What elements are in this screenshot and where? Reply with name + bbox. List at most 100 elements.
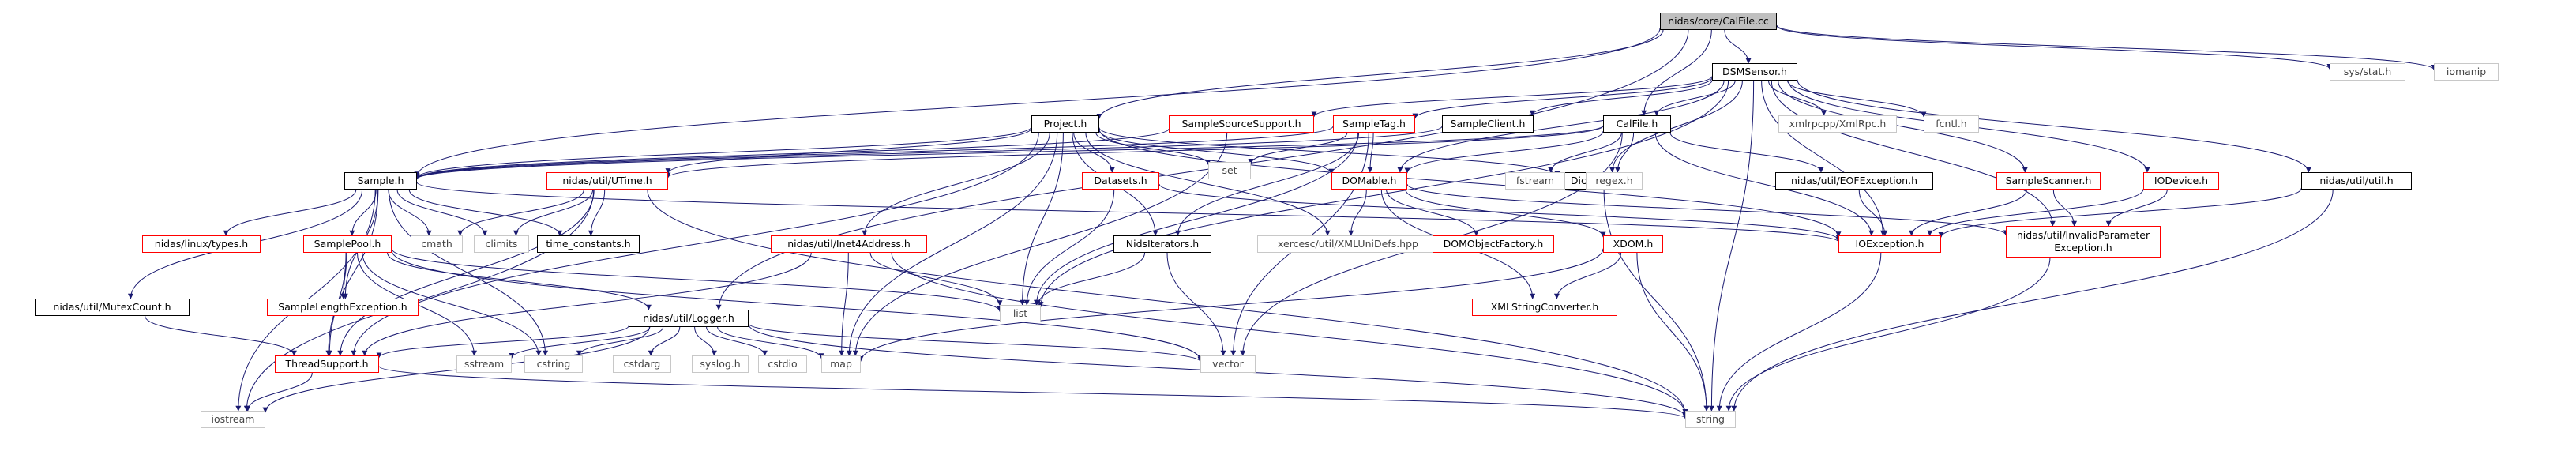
node-label: regex.h — [1595, 175, 1633, 187]
edge-sample-h-to-threadsupport-h — [326, 189, 379, 356]
edge-calfile-h-to-eofexception-h — [1669, 132, 1824, 173]
edge-dsmsensor-h-to-invalidparam-h — [1771, 80, 2056, 227]
edge-sample-h-to-time-constants-h — [408, 189, 563, 236]
edge-project-h-to-xercesc-h — [1085, 132, 1331, 236]
node-nidsiterators-h[interactable]: NidsIterators.h — [1113, 235, 1211, 253]
edge-dsmsensor-h-to-xmlrpc-h — [1768, 80, 1827, 116]
node-string[interactable]: string — [1685, 411, 1736, 428]
node-label: cstdio — [768, 358, 798, 370]
node-syslog-h[interactable]: syslog.h — [692, 355, 749, 373]
edge-project-h-to-map — [846, 132, 1058, 356]
node-fcntl-h[interactable]: fcntl.h — [1924, 115, 1979, 133]
node-fstream[interactable]: fstream — [1505, 172, 1565, 190]
node-label: cstring — [536, 358, 571, 370]
edge-inet4address-h-to-threadsupport-h — [362, 252, 812, 356]
node-cmath[interactable]: cmath — [411, 235, 463, 253]
node-dsmsensor-h[interactable]: DSMSensor.h — [1712, 63, 1797, 81]
node-domable-h[interactable]: DOMable.h — [1331, 172, 1407, 190]
edge-sampletag-h-to-sample-h — [414, 126, 1334, 180]
edge-inet4address-h-to-string — [891, 252, 1688, 416]
node-iomanip[interactable]: iomanip — [2434, 63, 2499, 81]
node-label: IODevice.h — [2154, 175, 2209, 187]
edge-utime-h-to-cmath — [457, 189, 584, 236]
node-label: SampleScanner.h — [2005, 175, 2092, 187]
edge-dsmsensor-h-to-util-util-h — [1797, 79, 2311, 173]
edge-invalidparam-h-to-string — [1725, 257, 2051, 412]
edge-sample-h-to-linux-types-h — [223, 189, 357, 236]
edge-util-util-h-to-ioexception-h — [1938, 188, 2302, 238]
node-vector[interactable]: vector — [1200, 355, 1256, 373]
node-label: time_constants.h — [546, 238, 631, 250]
node-map[interactable]: map — [821, 355, 861, 373]
node-label: NidsIterators.h — [1125, 238, 1200, 250]
node-samplesourcesupport-h[interactable]: SampleSourceSupport.h — [1169, 115, 1314, 133]
node-eofexception-h[interactable]: nidas/util/EOFException.h — [1775, 172, 1933, 190]
edge-datasets-h-to-list — [1023, 189, 1115, 306]
edge-sample-h-to-climits — [396, 189, 488, 236]
edge-samplesourcesupport-h-to-map — [852, 132, 1228, 356]
node-label: Exception.h — [2054, 242, 2112, 254]
node-iodevice-h[interactable]: IODevice.h — [2143, 172, 2219, 190]
node-xmlstringconverter-h[interactable]: XMLStringConverter.h — [1472, 299, 1617, 316]
node-sampletag-h[interactable]: SampleTag.h — [1333, 115, 1415, 133]
node-list[interactable]: list — [1000, 305, 1041, 322]
node-iostream[interactable]: iostream — [201, 411, 265, 428]
node-xercesc-h[interactable]: xercesc/util/XMLUniDefs.hpp — [1257, 235, 1439, 253]
node-project-h[interactable]: Project.h — [1031, 115, 1099, 133]
edge-sample-h-to-cmath — [388, 189, 432, 236]
node-util-util-h[interactable]: nidas/util/util.h — [2301, 172, 2412, 190]
node-domobjectfactory-h[interactable]: DOMObjectFactory.h — [1433, 235, 1554, 253]
node-sys-stat-h[interactable]: sys/stat.h — [2330, 63, 2405, 81]
node-label: xercesc/util/XMLUniDefs.hpp — [1278, 238, 1418, 250]
edge-sample-h-to-ioexception-h — [416, 182, 1842, 243]
node-label: syslog.h — [700, 358, 741, 370]
node-sample-h[interactable]: Sample.h — [344, 172, 417, 190]
edge-dsmsensor-h-to-sampletag-h — [1412, 77, 1713, 119]
node-calfile-h[interactable]: CalFile.h — [1603, 115, 1671, 133]
node-sstream[interactable]: sstream — [456, 355, 512, 373]
node-cstdarg[interactable]: cstdarg — [613, 355, 671, 373]
node-label: fcntl.h — [1936, 118, 1967, 130]
node-linux-types-h[interactable]: nidas/linux/types.h — [142, 235, 261, 253]
edge-utime-h-to-time-constants-h — [588, 189, 606, 236]
edge-calfile-cc-to-sample-h — [414, 28, 1661, 178]
node-regex-h[interactable]: regex.h — [1586, 172, 1643, 190]
edge-ioexception-h-to-string — [1716, 252, 1882, 412]
node-samplepool-h[interactable]: SamplePool.h — [303, 235, 392, 253]
node-label: nidas/linux/types.h — [154, 238, 249, 250]
edge-calfile-h-to-utime-h — [665, 125, 1604, 179]
node-label: nidas/util/Logger.h — [643, 312, 734, 325]
node-inet4address-h[interactable]: nidas/util/Inet4Address.h — [771, 235, 927, 253]
node-ioexception-h[interactable]: IOException.h — [1838, 235, 1941, 253]
edge-iodevice-h-to-invalidparam-h — [2105, 189, 2168, 227]
node-climits[interactable]: climits — [474, 235, 529, 253]
node-xmlrpc-h[interactable]: xmlrpcpp/XmlRpc.h — [1778, 115, 1897, 133]
edge-logger-h-to-vector — [748, 323, 1204, 363]
node-set[interactable]: set — [1208, 162, 1251, 179]
node-mutexcount-h[interactable]: nidas/util/MutexCount.h — [35, 299, 190, 316]
edge-util-util-h-to-string — [1731, 189, 2334, 412]
edge-logger-h-to-sstream — [509, 326, 651, 359]
node-cstring[interactable]: cstring — [524, 355, 583, 373]
edge-calfile-cc-to-logger-h — [715, 29, 1689, 310]
node-xdom-h[interactable]: XDOM.h — [1603, 235, 1663, 253]
node-datasets-h[interactable]: Datasets.h — [1082, 172, 1159, 190]
node-logger-h[interactable]: nidas/util/Logger.h — [629, 310, 749, 327]
edge-threadsupport-h-to-string — [378, 366, 1688, 419]
node-cstdio[interactable]: cstdio — [758, 355, 807, 373]
edge-sampletag-h-to-list — [1034, 132, 1358, 306]
edge-samplepool-h-to-logger-h — [387, 252, 652, 310]
node-utime-h[interactable]: nidas/util/UTime.h — [546, 172, 668, 190]
edge-dsmsensor-h-to-string — [1708, 80, 1755, 412]
node-samplelengthexc-h[interactable]: SampleLengthException.h — [267, 299, 419, 316]
node-calfile-cc[interactable]: nidas/core/CalFile.cc — [1660, 13, 1777, 30]
edge-threadsupport-h-to-iostream — [245, 372, 313, 412]
node-threadsupport-h[interactable]: ThreadSupport.h — [275, 355, 379, 373]
node-time-constants-h[interactable]: time_constants.h — [537, 235, 640, 253]
node-sampleclient-h[interactable]: SampleClient.h — [1442, 115, 1534, 133]
edge-calfile-h-to-domable-h — [1404, 130, 1604, 174]
node-samplescanner-h[interactable]: SampleScanner.h — [1996, 172, 2101, 190]
edge-logger-h-to-cstring — [576, 326, 664, 356]
